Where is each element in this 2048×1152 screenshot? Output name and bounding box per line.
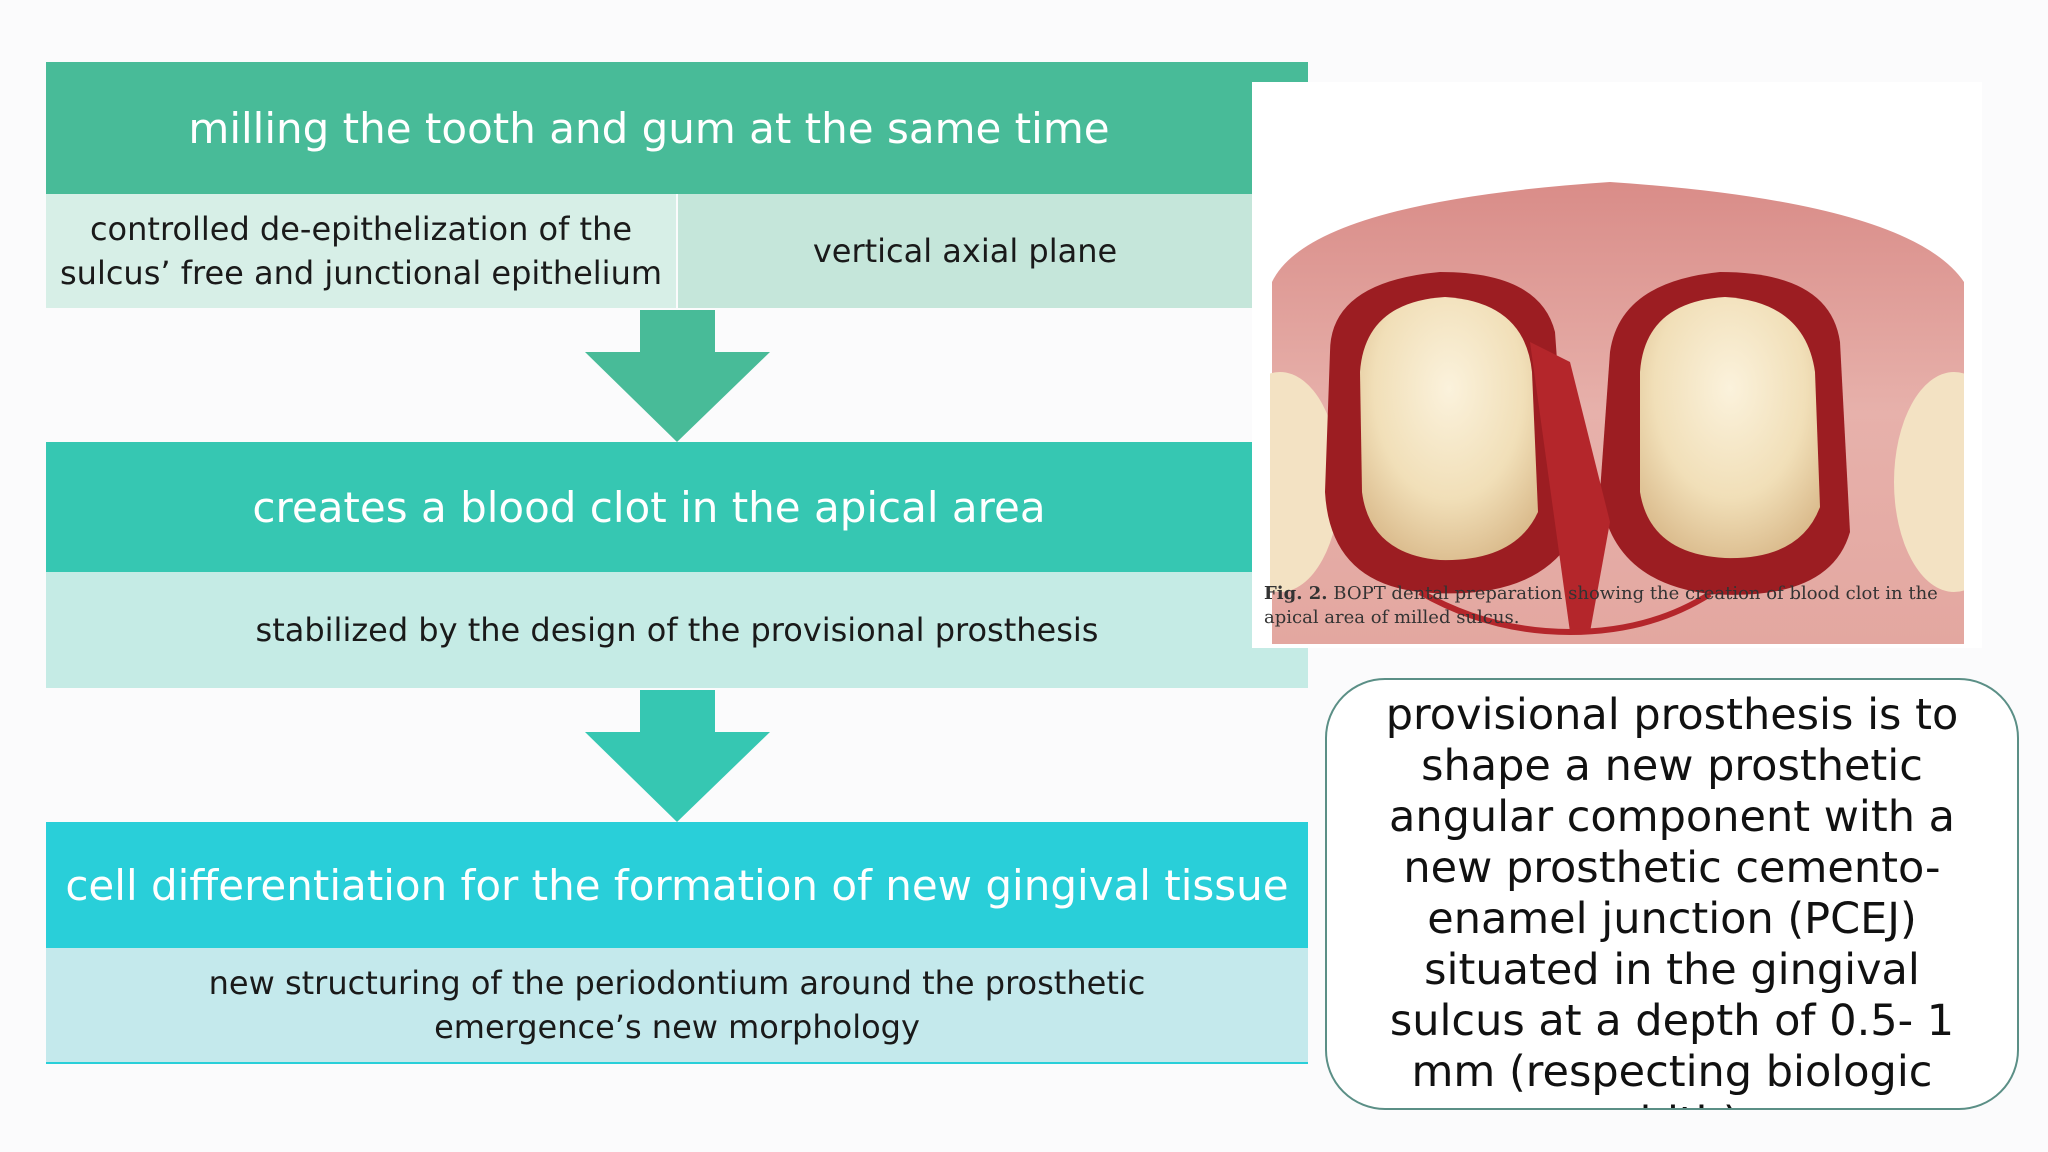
right-neighbor-tooth	[1894, 372, 1964, 592]
step1-header: milling the tooth and gum at the same ti…	[46, 62, 1252, 194]
callout-box: The function of the provisional prosthes…	[1325, 678, 2019, 1110]
step3-header: cell differentiation for the formation o…	[46, 822, 1308, 948]
step2-title: creates a blood clot in the apical area	[252, 482, 1046, 532]
step3-detail: new structuring of the periodontium arou…	[46, 948, 1308, 1064]
figure-caption: Fig. 2. BOPT dental preparation showing …	[1264, 583, 1938, 628]
tooth-left	[1360, 297, 1538, 561]
arrow-down-2	[585, 690, 770, 822]
step2-header: creates a blood clot in the apical area	[46, 442, 1252, 572]
figure-panel: Fig. 2. BOPT dental preparation showing …	[1252, 82, 1982, 648]
step2-detail: stabilized by the design of the provisio…	[46, 572, 1308, 688]
step1-detail-right: vertical axial plane	[678, 194, 1252, 308]
left-neighbor-tooth	[1270, 372, 1340, 592]
arrow-down-1	[585, 310, 770, 442]
dental-photo	[1270, 162, 1964, 644]
step1-title: milling the tooth and gum at the same ti…	[188, 103, 1110, 153]
step3-title: cell differentiation for the formation o…	[65, 860, 1289, 910]
tooth-right	[1640, 297, 1820, 559]
callout-text: The function of the provisional prosthes…	[1385, 680, 1959, 1108]
step1-detail-left: controlled de-epithelization of the sulc…	[46, 194, 676, 308]
